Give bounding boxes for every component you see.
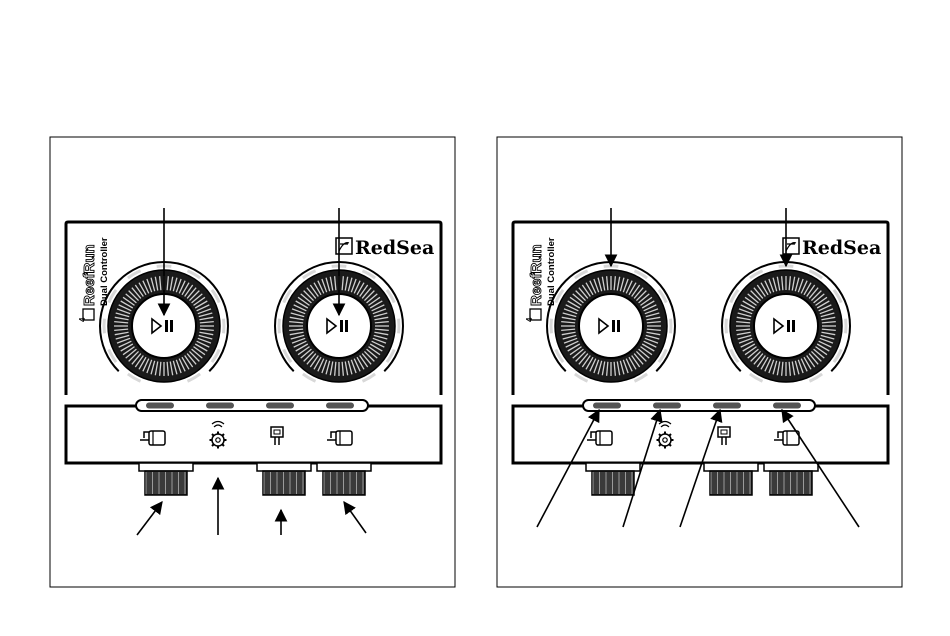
controller-lower-bar (513, 406, 888, 463)
product-superscript: 4 (78, 317, 87, 322)
port-pump-1 (586, 463, 640, 495)
port-pump-2 (764, 463, 818, 495)
pause-bar-icon (170, 320, 173, 332)
pause-bar-icon (340, 320, 343, 332)
led-indicator (206, 403, 234, 409)
led-indicator (773, 403, 801, 409)
led-indicator (713, 403, 741, 409)
knob-center-button (754, 294, 818, 358)
pause-bar-icon (792, 320, 795, 332)
led-indicator (146, 403, 174, 409)
product-name: ReefRun (81, 244, 98, 306)
panel-left: RedSeaReefRunDual Controller4 (50, 137, 455, 587)
led-indicator (266, 403, 294, 409)
brand-name: RedSea (802, 237, 881, 259)
port-pump-1 (139, 463, 193, 495)
port-pump-2 (317, 463, 371, 495)
pause-bar-icon (345, 320, 348, 332)
panel-right: RedSeaReefRunDual Controller4 (497, 137, 902, 587)
product-name: ReefRun (528, 244, 545, 306)
port-power (704, 463, 758, 495)
pause-bar-icon (612, 320, 615, 332)
port-collar (257, 463, 311, 471)
pause-bar-icon (617, 320, 620, 332)
product-superscript: 4 (525, 317, 534, 322)
led-indicator (326, 403, 354, 409)
port-collar (139, 463, 193, 471)
pause-bar-icon (787, 320, 790, 332)
port-power (257, 463, 311, 495)
brand-name: RedSea (355, 237, 434, 259)
port-collar (317, 463, 371, 471)
port-collar (586, 463, 640, 471)
port-collar (704, 463, 758, 471)
knob-center-button (579, 294, 643, 358)
port-collar (764, 463, 818, 471)
led-indicator (653, 403, 681, 409)
pause-bar-icon (165, 320, 168, 332)
led-indicator (593, 403, 621, 409)
controller-lower-bar (66, 406, 441, 463)
